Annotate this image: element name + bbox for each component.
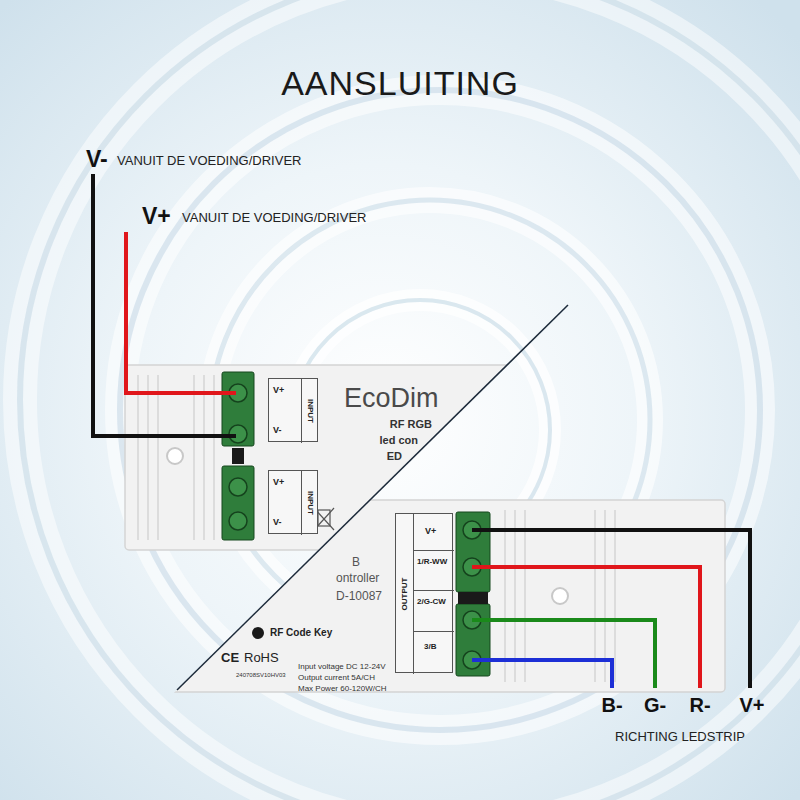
terminal-label: V- — [273, 517, 282, 527]
wire-name: V+ — [142, 203, 171, 229]
plate-divider — [413, 590, 454, 591]
product-text: RF RGB — [390, 418, 432, 431]
spec-text: Input voltage DC 12-24V — [298, 662, 386, 671]
terminal-label: 1/R-WW — [417, 557, 447, 566]
plate-divider — [301, 379, 302, 443]
page-title: AANSLUITING — [281, 64, 519, 103]
terminal-group-label: OUTPUT — [400, 578, 409, 611]
plate-divider — [301, 471, 302, 535]
wire-name: V- — [86, 146, 108, 172]
terminal-label: V+ — [273, 477, 284, 487]
terminal-label-plate: V+ 1/R-WW 2/G-CW 3/B OUTPUT — [395, 513, 453, 673]
wire-name: V+ — [739, 694, 764, 717]
wires — [93, 174, 750, 688]
rf-code-key-button — [252, 627, 264, 639]
product-text: led con — [379, 434, 418, 447]
terminal-group-label: INPUT — [305, 491, 314, 515]
wire-name: B- — [601, 694, 622, 717]
direction-note: RICHTING LEDSTRIP — [615, 730, 745, 745]
terminal-label: V- — [273, 425, 282, 435]
product-text: B — [352, 556, 360, 570]
terminal-label-plate: V+ INPUT V- — [268, 470, 318, 534]
swirl-pattern — [20, 0, 800, 800]
product-text: ontroller — [336, 572, 379, 586]
wire-out-v-plus — [472, 530, 750, 688]
wire-name: G- — [644, 694, 666, 717]
spec-text: Output current 5A/CH — [298, 673, 375, 682]
plate-divider — [413, 550, 454, 551]
wire-out-red — [472, 567, 700, 688]
rohs-mark: RoHS — [244, 651, 279, 666]
terminal-label: 2/G-CW — [417, 597, 446, 606]
ce-mark: CE — [221, 651, 239, 666]
plate-divider — [413, 514, 414, 674]
wire-note: VANUIT DE VOEDING/DRIVER — [117, 154, 301, 169]
button-label: RF Code Key — [270, 627, 332, 639]
terminal-label: V+ — [425, 526, 436, 536]
model-number: D-10087 — [336, 590, 382, 604]
wire-out-blue — [472, 660, 612, 688]
plate-divider — [413, 631, 454, 632]
wire-out-green — [472, 620, 655, 688]
wire-name: R- — [689, 694, 710, 717]
wire-v-plus — [126, 232, 236, 393]
terminal-label: 3/B — [424, 642, 436, 651]
terminal-label-plate: V+ INPUT V- — [268, 378, 318, 442]
product-text: ED — [387, 450, 402, 463]
spec-text: Max Power 60-120W/CH — [298, 684, 386, 693]
split-line — [177, 305, 568, 690]
serial-number: 240708SV10HV03 — [236, 672, 286, 679]
terminal-group-label: INPUT — [305, 399, 314, 423]
brand-name: EcoDim — [344, 383, 439, 414]
wire-note: VANUIT DE VOEDING/DRIVER — [182, 211, 366, 226]
terminal-label: V+ — [273, 385, 284, 395]
